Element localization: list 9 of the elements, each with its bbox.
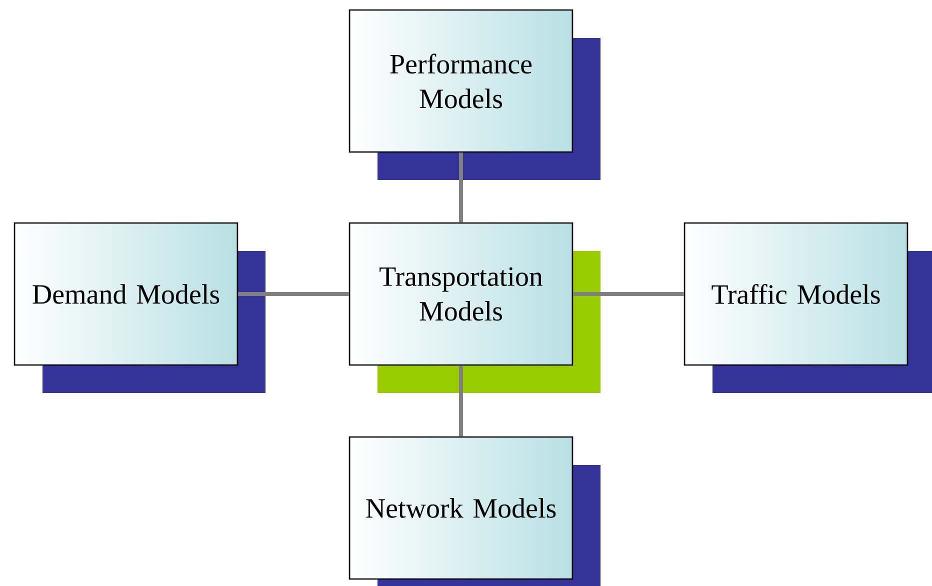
- model-box: Transportation Models: [348, 222, 574, 366]
- model-box: Demand Models: [14, 222, 238, 366]
- model-box: Performance Models: [348, 9, 574, 153]
- connector-line: [459, 366, 463, 436]
- model-box: Network Models: [348, 436, 574, 580]
- connector-line: [459, 152, 463, 222]
- connector-line: [238, 292, 349, 296]
- model-box: Traffic Models: [684, 222, 908, 366]
- connector-line: [573, 292, 684, 296]
